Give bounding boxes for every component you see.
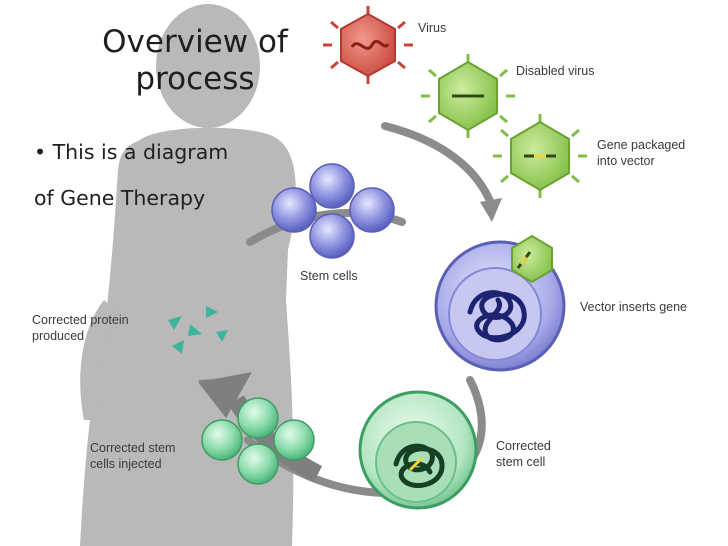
label-virus: Virus <box>418 21 446 35</box>
label-vector-inserts-gene: Vector inserts gene <box>580 300 687 314</box>
label-corrected-stem-cell-2: stem cell <box>496 455 545 469</box>
label-cells-injected-1: Corrected stem <box>90 441 175 455</box>
bullet-symbol: • <box>34 140 47 164</box>
cycle-arrow-head-right <box>480 198 502 222</box>
label-stem-cells: Stem cells <box>300 269 358 283</box>
stem-cells-cluster <box>271 163 395 259</box>
bullet-text-line1: This is a diagram <box>52 140 229 164</box>
label-gene-packaged-1: Gene packaged <box>597 138 685 152</box>
vector-with-gene-icon <box>493 114 587 198</box>
target-cell-icon <box>434 234 566 372</box>
virus-icon <box>323 6 413 84</box>
slide-title-line2: process <box>135 60 255 97</box>
label-corrected-stem-cell-1: Corrected <box>496 439 551 453</box>
label-corrected-protein-2: produced <box>32 329 84 343</box>
label-gene-packaged-2: into vector <box>597 154 655 168</box>
slide-title-line1: Overview of <box>102 24 288 60</box>
bullet-text-line2: of Gene Therapy <box>34 186 206 210</box>
label-corrected-protein-1: Corrected protein <box>32 313 129 327</box>
label-cells-injected-2: cells injected <box>90 457 162 471</box>
bullet-item: • This is a diagram <box>34 140 228 164</box>
vector-entering-icon <box>511 234 553 284</box>
cycle-arrow-large-head <box>198 372 252 418</box>
corrected-stem-cells-cluster <box>201 397 315 485</box>
protein-triangles <box>168 306 228 354</box>
label-disabled-virus: Disabled virus <box>516 64 595 78</box>
disabled-virus-icon <box>421 54 515 138</box>
corrected-stem-cell-icon <box>358 390 478 510</box>
slide-title: Overview of process <box>60 24 330 97</box>
